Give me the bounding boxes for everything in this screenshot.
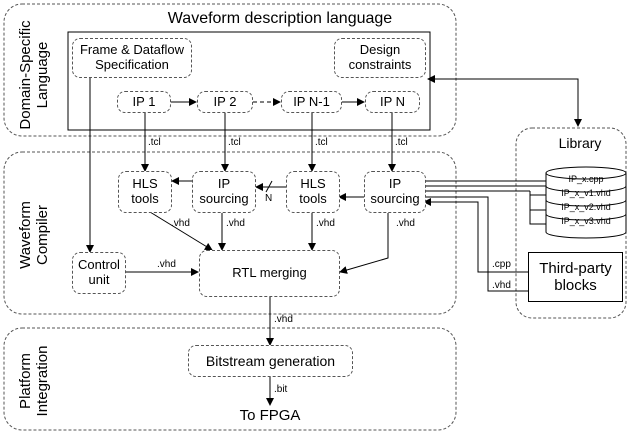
library-file-1: IP_x.cpp [568, 174, 604, 184]
arrow-thirdparty-ips2-a [423, 198, 528, 273]
library-file-2: IP_x_v1.vhd [561, 188, 611, 198]
platform-section-frame [3, 327, 457, 431]
vhd-label-ips2: .vhd [396, 218, 415, 229]
vhd-label-ips1: .vhd [226, 218, 245, 229]
tcl-label-2: .tcl [228, 137, 241, 148]
to-fpga-label: To FPGA [239, 407, 301, 424]
tcl-label-1: .tcl [148, 137, 161, 148]
bit-label: .bit [274, 384, 288, 395]
dsl-title: Waveform description language [167, 10, 393, 27]
bitstream-box: Bitstream generation [188, 345, 353, 377]
n-label: N [265, 193, 273, 204]
arrow-constraints-library [427, 75, 582, 127]
library-file-3: IP_x_v2.vhd [561, 202, 611, 212]
dsl-section-frame [3, 3, 457, 137]
vhd-label-hls1: .vhd [171, 218, 190, 229]
arrow-thirdparty-ips2-b [424, 196, 528, 292]
library-file-4: IP_x_v3.vhd [561, 216, 611, 226]
rtl-merging-box: RTL merging [199, 250, 340, 297]
ip-1: IP 1 [117, 91, 171, 113]
ip-2: IP 2 [197, 91, 253, 113]
arrow-hls1-rtl [149, 211, 213, 251]
n-slash [265, 180, 273, 193]
compiler-section-frame [3, 151, 457, 315]
vhd-label-rtl: .vhd [274, 314, 293, 325]
vhd-label-hls2: .vhd [316, 218, 335, 229]
ip-n-1: IP N-1 [281, 91, 342, 113]
tcl-label-3: .tcl [315, 137, 328, 148]
ip-n: IP N [365, 91, 420, 113]
vhd-label-control: .vhd [157, 259, 176, 270]
link-lib-v2 [529, 195, 546, 211]
tcl-label-4: .tcl [395, 137, 408, 148]
library-title: Library [558, 135, 602, 151]
cpp-label-thirdparty: .cpp [492, 259, 511, 270]
arrow-ips2-rtl [339, 212, 389, 274]
link-lib-v3 [529, 210, 546, 225]
link-lib-v1 [529, 191, 546, 196]
library-database-icon [545, 166, 627, 239]
vhd-label-thirdparty: .vhd [492, 280, 511, 291]
